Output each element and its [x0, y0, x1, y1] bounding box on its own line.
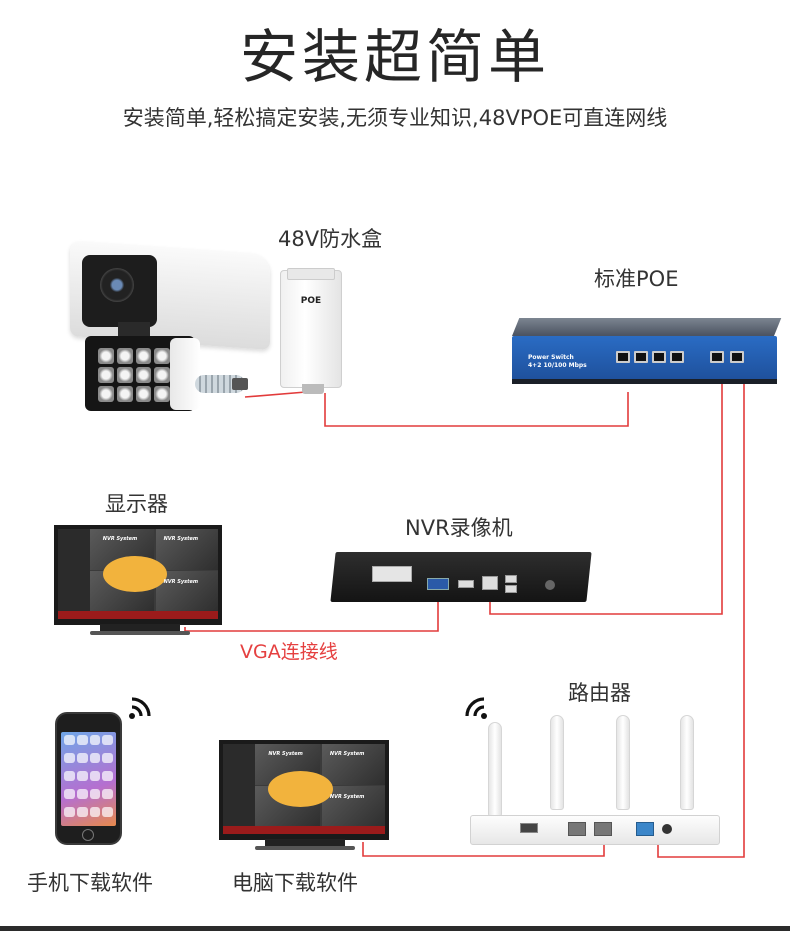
pc-monitor-screen-popup — [268, 771, 334, 807]
switch-edge — [512, 379, 777, 384]
monitor-screen-popup — [102, 556, 167, 592]
switch-port — [616, 351, 630, 363]
switch-uplink-port — [730, 351, 744, 363]
pc-monitor-screen-title: NVR System — [329, 793, 365, 800]
router-lan-port — [568, 822, 586, 836]
switch-port — [670, 351, 684, 363]
nvr-usb-port — [505, 575, 517, 583]
smartphone-home-button — [82, 829, 94, 841]
switch-poe-ports — [616, 351, 684, 363]
monitor-foot — [90, 631, 190, 635]
switch-model: Power Switch — [528, 354, 574, 361]
router-power-jack — [662, 824, 672, 834]
router-wan-port — [636, 822, 654, 836]
switch-port — [634, 351, 648, 363]
page-title: 安装超简单 — [239, 23, 550, 91]
label-nvr: NVR录像机 — [405, 516, 513, 540]
switch-port — [652, 351, 666, 363]
router-antenna — [550, 715, 564, 810]
switch-uplink-port — [710, 351, 724, 363]
router-antenna — [616, 715, 630, 810]
page-subtitle: 安装简单,轻松搞定安装,无须专业知识,48VPOE可直连网线 — [122, 106, 668, 130]
monitor-screen: NVR System NVR System NVR System — [58, 529, 218, 619]
monitor-screen-title: NVR System — [163, 536, 199, 543]
camera-lens — [100, 268, 134, 302]
wifi-icon — [465, 697, 487, 719]
wire-switch-to-router — [657, 384, 745, 858]
router-usb-port — [520, 823, 538, 833]
wifi-icon — [129, 697, 151, 719]
switch-spec: 4+2 10/100 Mbps — [528, 362, 587, 369]
pc-monitor-stand — [265, 839, 345, 847]
camera-mount — [170, 338, 200, 410]
pc-monitor-screen: NVR System NVR System NVR System — [223, 744, 385, 834]
camera-plug — [232, 378, 248, 390]
monitor-screen-title: NVR System — [163, 578, 199, 585]
router-antenna — [680, 715, 694, 810]
switch-label: Power Switch 4+2 10/100 Mbps — [528, 354, 608, 370]
label-monitor: 显示器 — [105, 492, 168, 516]
waterproof-box — [280, 270, 342, 388]
switch-top — [512, 318, 782, 336]
monitor: NVR System NVR System NVR System — [54, 525, 222, 625]
nvr-power-button — [545, 580, 555, 590]
waterproof-box-connector — [302, 384, 324, 394]
label-waterproof-box: 48V防水盒 — [278, 227, 383, 251]
nvr-recorder — [330, 552, 592, 602]
pc-monitor-foot — [255, 846, 355, 850]
nvr-usb-port — [505, 585, 517, 593]
nvr-vga-port — [427, 578, 449, 590]
bottom-strip — [0, 926, 790, 931]
router-lan-port — [594, 822, 612, 836]
nvr-hdmi-port — [458, 580, 474, 588]
monitor-stand — [100, 624, 180, 632]
waterproof-box-tab — [287, 268, 335, 280]
label-pc-app: 电脑下载软件 — [232, 871, 358, 895]
switch-uplink-ports — [710, 351, 744, 363]
waterproof-box-badge: POE — [300, 296, 322, 306]
label-router: 路由器 — [568, 681, 631, 705]
monitor-screen-title: NVR System — [102, 536, 138, 543]
label-poe-switch: 标准POE — [594, 267, 679, 291]
camera-ir-leds — [98, 348, 170, 402]
wire-box-to-switch — [324, 392, 629, 427]
pc-monitor-screen-title: NVR System — [268, 751, 303, 758]
router-antenna — [488, 722, 502, 817]
pc-monitor-screen-title: NVR System — [329, 751, 365, 758]
label-phone-app: 手机下载软件 — [27, 871, 153, 895]
nvr-sticker — [372, 566, 412, 582]
pc-monitor: NVR System NVR System NVR System — [219, 740, 389, 840]
label-vga-cable: VGA连接线 — [240, 641, 338, 663]
nvr-lan-port — [482, 576, 498, 590]
smartphone-screen — [61, 732, 116, 826]
